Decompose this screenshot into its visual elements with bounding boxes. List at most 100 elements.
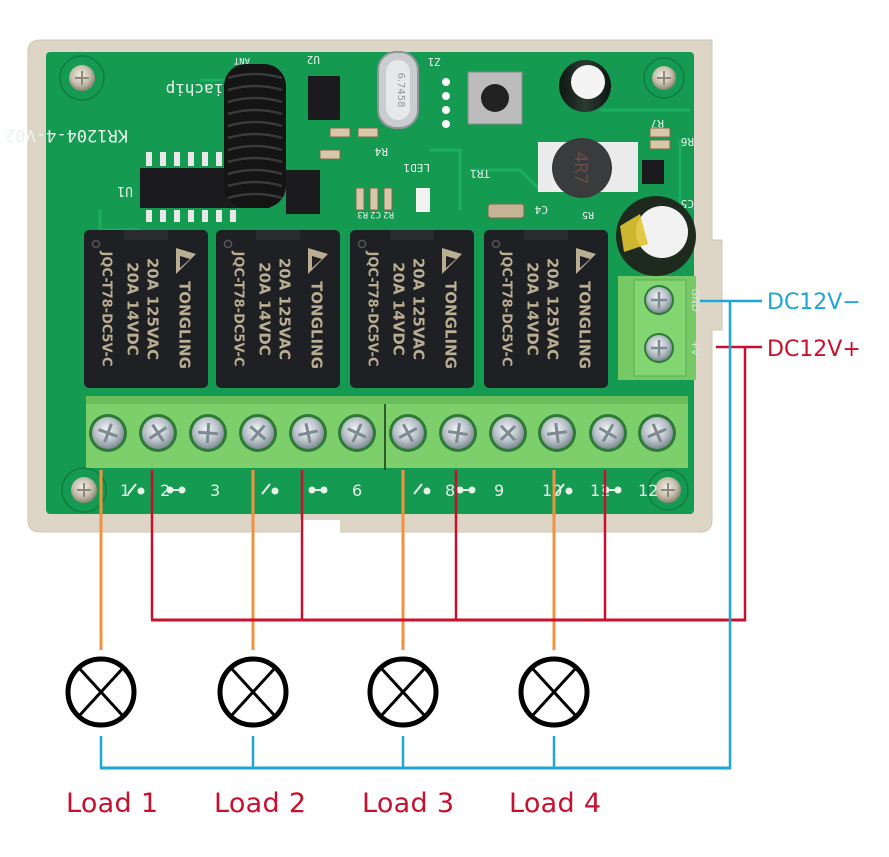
terminal-screw-3[interactable] xyxy=(189,414,227,452)
tongling-logo-icon xyxy=(308,248,328,274)
relay-rating-dc: 20A 14VDC xyxy=(256,262,274,356)
terminal-screw-8[interactable] xyxy=(439,414,477,452)
screw-icon xyxy=(69,65,95,91)
lamp-icon xyxy=(518,656,590,728)
terminal-number: 3 xyxy=(210,481,220,500)
relay-brand: TONGLING xyxy=(576,281,594,369)
relay-rating-ac: 20A 125VAC xyxy=(276,258,294,360)
label-load-1: Load 1 xyxy=(66,788,159,819)
chip-u2 xyxy=(308,76,340,120)
electrolytic-capacitor xyxy=(616,196,696,276)
relay-rating-dc: 20A 14VDC xyxy=(390,262,408,356)
switch-closed-icon xyxy=(456,486,476,494)
label-vplus: +V xyxy=(689,340,700,355)
silk-c4: C4 xyxy=(534,203,548,216)
terminal-screw-5[interactable] xyxy=(289,414,327,452)
reset-push-button xyxy=(467,71,523,125)
relay-rating-ac: 20A 125VAC xyxy=(144,258,162,360)
relay-rating-ac: 20A 125VAC xyxy=(410,258,428,360)
silk-r7: R7 xyxy=(651,117,664,130)
terminal-screw-12[interactable] xyxy=(638,414,676,452)
tongling-logo-icon xyxy=(576,248,596,274)
terminal-block-right xyxy=(386,400,688,468)
terminal-screw-6[interactable] xyxy=(338,414,376,452)
mounting-screws xyxy=(69,65,681,503)
label-load-3: Load 3 xyxy=(362,788,455,819)
relay-model: JQC-T78-DC5V-C xyxy=(499,251,514,367)
output-terminal-blocks xyxy=(86,396,688,470)
relay-model: JQC-T78-DC5V-C xyxy=(99,251,114,367)
relay-rating-dc: 20A 14VDC xyxy=(524,262,542,356)
terminal-number: 6 xyxy=(352,481,362,500)
chip-u3 xyxy=(286,170,320,214)
terminal-screw-1[interactable] xyxy=(89,414,127,452)
terminal-screw-gnd[interactable] xyxy=(644,285,674,315)
relay-brand: TONGLING xyxy=(308,281,326,369)
led1 xyxy=(416,188,430,212)
crystal-oscillator: 6.7458 xyxy=(377,51,419,129)
silk-r3: R3 xyxy=(357,209,368,219)
relay-rating-dc: 20A 14VDC xyxy=(124,262,142,356)
relay-rating-ac: 20A 125VAC xyxy=(544,258,562,360)
lamp-icon xyxy=(65,656,137,728)
terminal-number: 1 xyxy=(120,481,130,500)
power-terminal-block: GND +V xyxy=(618,276,700,380)
lamp-icon xyxy=(217,656,289,728)
electrolytic-capacitor xyxy=(559,60,611,112)
label-dc-positive: DC12V+ xyxy=(767,337,861,362)
crystal-text: 6.7458 xyxy=(395,73,406,108)
lamps xyxy=(65,656,590,728)
terminal-number: 12 xyxy=(638,481,658,500)
silk-r2: R2 xyxy=(383,209,394,219)
screw-icon xyxy=(652,66,676,90)
terminal-number: 2 xyxy=(160,481,170,500)
inductor-text: 4R7 xyxy=(570,152,591,185)
silk-u2: U2 xyxy=(307,53,320,66)
silk-z1: Z1 xyxy=(428,55,441,68)
silk-ant: ANT xyxy=(233,55,250,65)
terminal-screw-10[interactable] xyxy=(538,414,576,452)
terminal-screw-2[interactable] xyxy=(139,414,177,452)
pin-header xyxy=(442,78,450,128)
silk-r5: R5 xyxy=(582,209,594,220)
terminal-number: 8 xyxy=(445,481,455,500)
screw-icon xyxy=(71,477,97,503)
terminal-screw-4[interactable] xyxy=(239,414,277,452)
antenna-coil-icon xyxy=(224,64,286,208)
tongling-logo-icon xyxy=(442,248,462,274)
terminal-screw-9[interactable] xyxy=(489,414,527,452)
terminal-number: 9 xyxy=(494,481,504,500)
label-load-2: Load 2 xyxy=(214,788,307,819)
inductor: 4R7 xyxy=(538,138,638,198)
switch-open-icon xyxy=(261,483,279,495)
screw-icon xyxy=(655,477,681,503)
switch-open-icon xyxy=(127,483,145,495)
label-dc-negative: DC12V− xyxy=(767,290,861,315)
silk-u1: U1 xyxy=(117,183,133,198)
relay-model: JQC-T78-DC5V-C xyxy=(231,251,246,367)
silk-r6: R6 xyxy=(681,135,694,148)
board-brand: Qiachip xyxy=(166,80,233,99)
relay-model: JQC-T78-DC5V-C xyxy=(365,251,380,367)
silk-c2: C2 xyxy=(370,209,381,219)
tongling-logo-icon xyxy=(176,248,196,274)
silk-c5: C5 xyxy=(681,197,694,210)
switch-open-icon xyxy=(413,483,431,495)
terminal-screw-7[interactable] xyxy=(389,414,427,452)
terminal-block-left xyxy=(86,400,384,468)
label-load-4: Load 4 xyxy=(509,788,602,819)
switch-closed-icon xyxy=(166,486,186,494)
terminal-screw-11[interactable] xyxy=(589,414,627,452)
silk-r4: R4 xyxy=(374,145,388,158)
components: 6.7458 4R7 xyxy=(140,51,696,276)
relay-brand: TONGLING xyxy=(442,281,460,369)
terminal-screw-vplus[interactable] xyxy=(644,333,674,363)
board-model: KR1204-4-V02 xyxy=(5,125,128,145)
